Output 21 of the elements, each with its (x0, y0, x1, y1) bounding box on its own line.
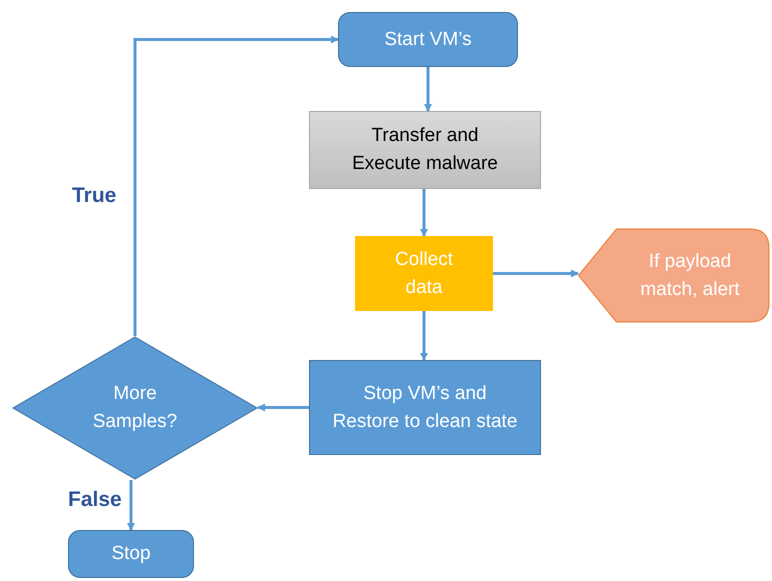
node-text: More Samples? (92, 382, 178, 434)
node-text: Start VM’s (384, 28, 472, 52)
arrow (134, 36, 339, 336)
arrow (127, 480, 135, 531)
display-shape (578, 228, 770, 323)
terminal-box (68, 530, 194, 578)
arrow (420, 189, 428, 237)
node-text: Transfer and Execute malware (351, 124, 499, 176)
node-text: If payload match, alert (639, 250, 741, 302)
process-box (355, 236, 493, 311)
node-text: Collect data (394, 248, 454, 300)
arrow (424, 67, 432, 112)
process-box (309, 360, 541, 455)
process-box (309, 111, 541, 189)
node-text: Stop (111, 542, 151, 566)
terminal-box (338, 12, 518, 67)
arrow (420, 311, 428, 361)
decision-diamond (12, 336, 258, 480)
arrow (493, 270, 579, 278)
node-text: Stop VM’s and Restore to clean state (332, 382, 518, 434)
arrow (257, 404, 309, 412)
